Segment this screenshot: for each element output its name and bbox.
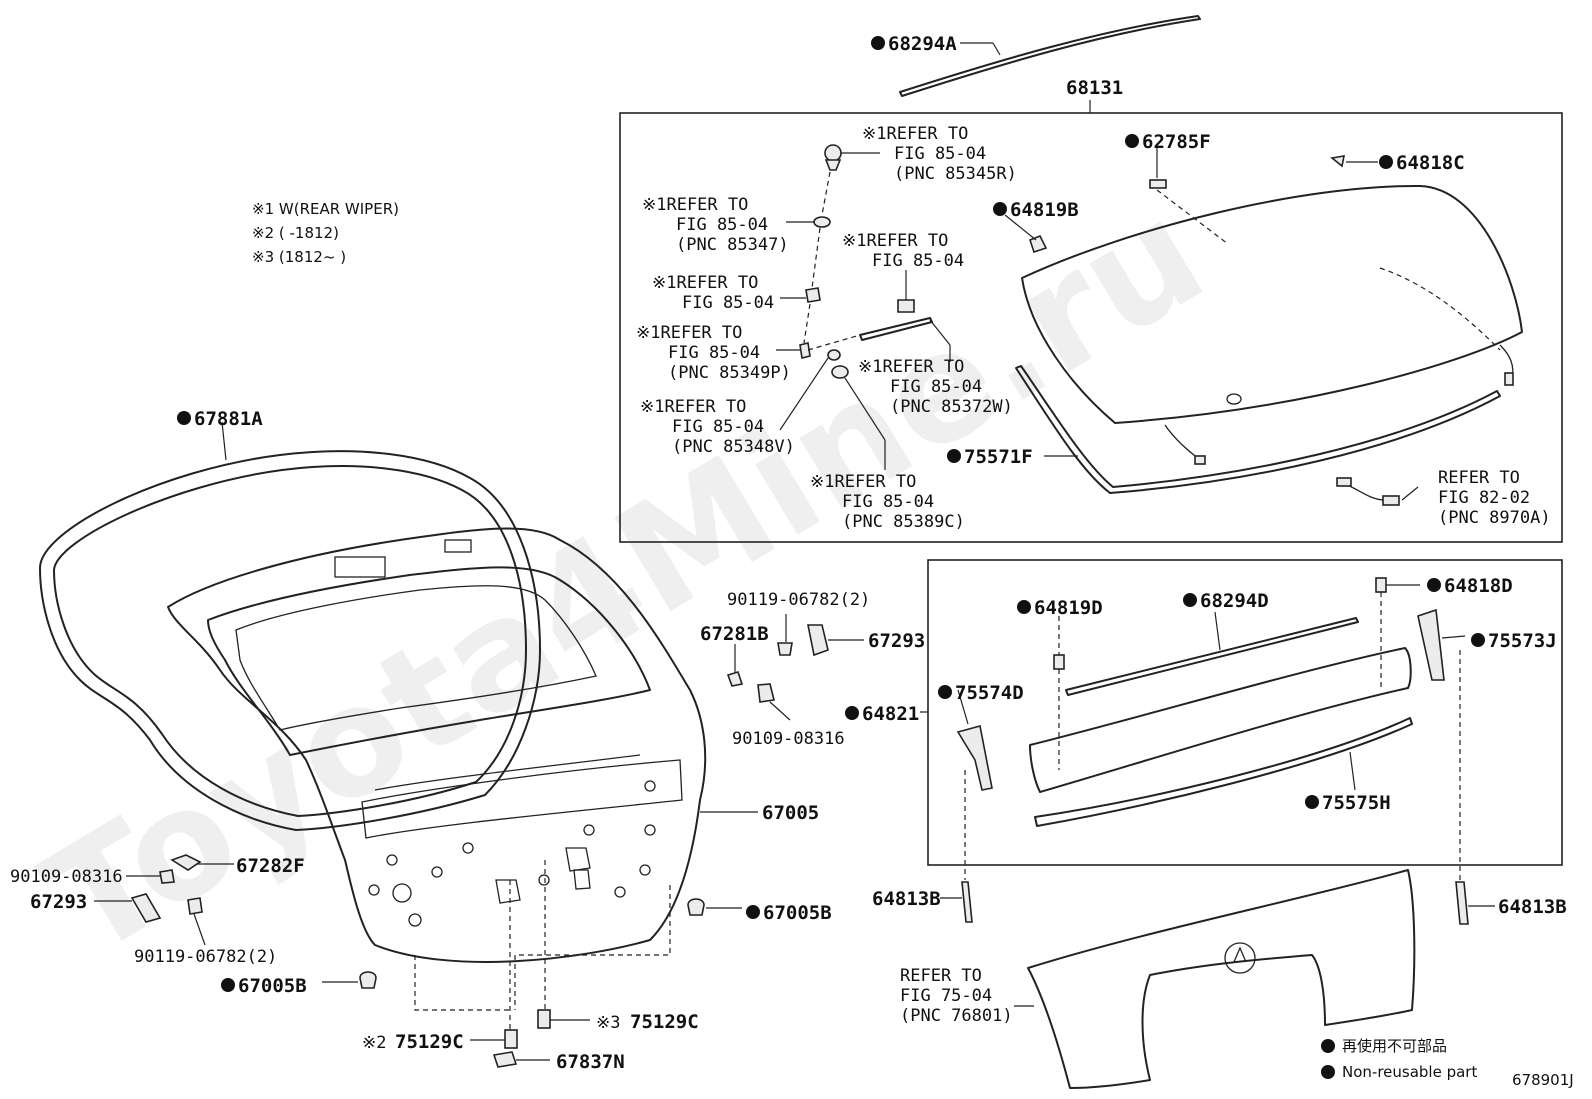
svg-text:REFER TO: REFER TO (900, 966, 982, 986)
label-64813b-left: 64813B (872, 888, 941, 910)
label-64819d: 64819D (1034, 597, 1103, 619)
label-75575h: 75575H (1322, 792, 1391, 814)
ref-85389c: ※1REFER TO FIG 85-04 (PNC 85389C) (810, 472, 965, 532)
svg-text:※1REFER TO: ※1REFER TO (810, 472, 916, 492)
svg-text:(PNC 8970A): (PNC 8970A) (1438, 508, 1551, 528)
svg-text:(PNC 76801): (PNC 76801) (900, 1006, 1013, 1026)
mark-3: ※3 (596, 1013, 620, 1033)
ref-85348v: ※1REFER TO FIG 85-04 (PNC 85348V) (640, 397, 795, 457)
label-75129c-right: 75129C (630, 1011, 699, 1033)
svg-text:(PNC 85345R): (PNC 85345R) (894, 164, 1017, 184)
label-64821: 64821 (862, 703, 919, 725)
label-67005: 67005 (762, 802, 819, 824)
ref-85349p: ※1REFER TO FIG 85-04 (PNC 85349P) (636, 323, 791, 383)
svg-text:※1REFER TO: ※1REFER TO (640, 397, 746, 417)
watermark: Toyota4Mine.ru (19, 167, 1232, 991)
svg-text:(PNC 85348V): (PNC 85348V) (672, 437, 795, 457)
label-64819b: 64819B (1010, 199, 1079, 221)
svg-text:FIG 75-04: FIG 75-04 (900, 986, 992, 1006)
label-67281b: 67281B (700, 623, 769, 645)
figure-code: 678901J (1512, 1071, 1574, 1089)
note-2: ※2 ( -1812) (252, 224, 339, 242)
ref-fig-85-04-a: ※1REFER TO FIG 85-04 (652, 273, 774, 313)
note-3: ※3 (1812~ ) (252, 248, 346, 266)
svg-text:FIG 82-02: FIG 82-02 (1438, 488, 1530, 508)
label-68294a: 68294A (888, 33, 957, 55)
label-68131: 68131 (1066, 77, 1123, 99)
label-75129c-left: 75129C (395, 1031, 464, 1053)
svg-text:REFER TO: REFER TO (1438, 468, 1520, 488)
label-64818d: 64818D (1444, 575, 1513, 597)
ref-76801: REFER TO FIG 75-04 (PNC 76801) (900, 966, 1013, 1026)
notes: ※1 W(REAR WIPER) ※2 ( -1812) ※3 (1812~ ) (252, 200, 399, 266)
label-67005b-left: 67005B (238, 975, 307, 997)
ref-fig-85-04-b: ※1REFER TO FIG 85-04 (842, 231, 964, 271)
label-64818c: 64818C (1396, 152, 1465, 174)
label-67293-top: 67293 (868, 630, 925, 652)
ref-85372w: ※1REFER TO FIG 85-04 (PNC 85372W) (858, 357, 1013, 417)
back-door-67005-shape (167, 527, 707, 963)
ref-85345r: ※1REFER TO FIG 85-04 (PNC 85345R) (862, 124, 1017, 184)
glass-group-frame (619, 112, 1563, 543)
svg-text:FIG 85-04: FIG 85-04 (894, 144, 986, 164)
label-90119-top: 90119-06782(2) (727, 590, 870, 610)
svg-text:FIG 85-04: FIG 85-04 (676, 215, 768, 235)
svg-text:FIG 85-04: FIG 85-04 (668, 343, 760, 363)
weatherstrip-67881a-shape (39, 450, 541, 831)
label-68294d: 68294D (1200, 590, 1269, 612)
ref-85347: ※1REFER TO FIG 85-04 (PNC 85347) (642, 195, 789, 255)
svg-text:FIG 85-04: FIG 85-04 (842, 492, 934, 512)
spoiler-64821-shape (1029, 647, 1412, 793)
svg-text:FIG 85-04: FIG 85-04 (872, 251, 964, 271)
mark-2: ※2 (362, 1033, 386, 1053)
svg-text:FIG 85-04: FIG 85-04 (682, 293, 774, 313)
svg-text:(PNC 85389C): (PNC 85389C) (842, 512, 965, 532)
svg-text:(PNC 85347): (PNC 85347) (676, 235, 789, 255)
label-75571f: 75571F (964, 446, 1033, 468)
label-67282f: 67282F (236, 855, 305, 877)
back-glass-shape (1021, 184, 1523, 424)
svg-text:FIG 85-04: FIG 85-04 (890, 377, 982, 397)
garnish-76801-shape (1027, 869, 1416, 1089)
svg-text:※1REFER TO: ※1REFER TO (636, 323, 742, 343)
svg-text:※1REFER TO: ※1REFER TO (858, 357, 964, 377)
label-67881a: 67881A (194, 408, 263, 430)
svg-text:※1REFER TO: ※1REFER TO (652, 273, 758, 293)
label-90119-left: 90119-06782(2) (134, 947, 277, 967)
molding-68294a-shape (899, 15, 1201, 97)
label-90109-mid: 90109-08316 (732, 729, 845, 749)
label-67005b-right: 67005B (763, 902, 832, 924)
svg-text:(PNC 85349P): (PNC 85349P) (668, 363, 791, 383)
label-64813b-right: 64813B (1498, 896, 1567, 918)
svg-text:(PNC 85372W): (PNC 85372W) (890, 397, 1013, 417)
label-75574d: 75574D (955, 682, 1024, 704)
svg-text:FIG 85-04: FIG 85-04 (672, 417, 764, 437)
svg-text:※1REFER TO: ※1REFER TO (842, 231, 948, 251)
label-62785f: 62785F (1142, 131, 1211, 153)
label-90109-left: 90109-08316 (10, 867, 123, 887)
label-67837n: 67837N (556, 1051, 625, 1073)
ref-8970a: REFER TO FIG 82-02 (PNC 8970A) (1438, 468, 1551, 528)
svg-text:※1REFER TO: ※1REFER TO (862, 124, 968, 144)
legend-en: Non-reusable part (1342, 1063, 1477, 1081)
note-1: ※1 W(REAR WIPER) (252, 200, 399, 218)
label-75573j: 75573J (1488, 630, 1557, 652)
svg-text:※1REFER TO: ※1REFER TO (642, 195, 748, 215)
legend-jp: 再使用不可部品 (1342, 1037, 1447, 1055)
label-67293-left: 67293 (30, 891, 87, 913)
